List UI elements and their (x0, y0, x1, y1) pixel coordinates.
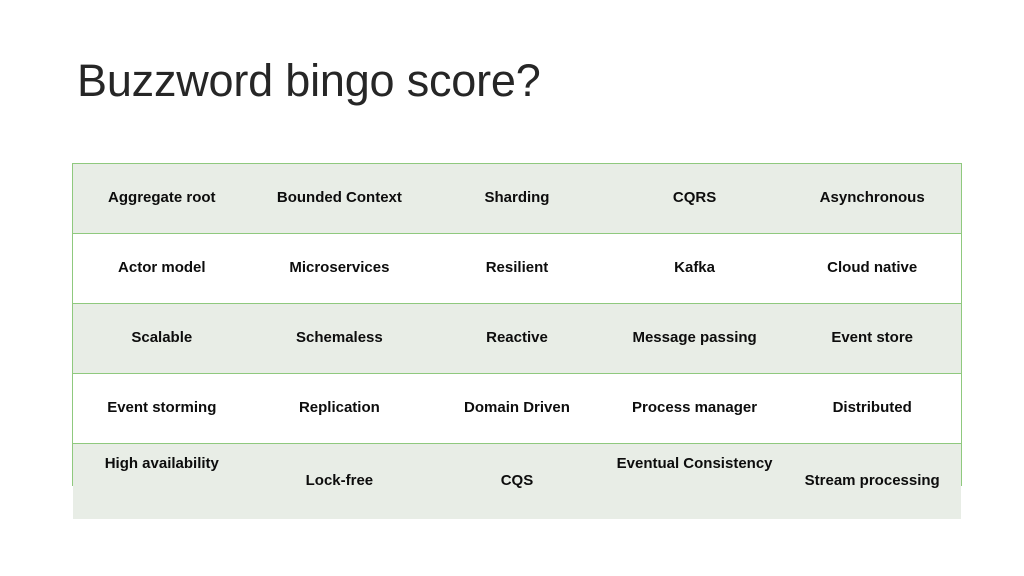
table-row: Actor model Microservices Resilient Kafk… (73, 233, 961, 304)
bingo-cell[interactable]: Actor model (73, 233, 251, 304)
table-row: High availability Lock-free CQS Eventual… (73, 443, 961, 519)
bingo-cell[interactable]: Domain Driven (428, 373, 606, 444)
bingo-cell[interactable]: Lock-free (250, 443, 429, 519)
bingo-grid: Aggregate root Bounded Context Sharding … (73, 164, 961, 519)
bingo-cell[interactable]: CQS (428, 443, 606, 519)
bingo-cell[interactable]: Microservices (250, 233, 429, 304)
bingo-cell[interactable]: Sharding (428, 164, 606, 234)
bingo-cell[interactable]: Process manager (605, 373, 784, 444)
bingo-cell[interactable]: Schemaless (250, 303, 429, 374)
bingo-cell[interactable]: Kafka (605, 233, 784, 304)
bingo-cell[interactable]: Event store (783, 303, 961, 374)
bingo-cell[interactable]: Cloud native (783, 233, 961, 304)
bingo-cell[interactable]: Event storming (73, 373, 251, 444)
buzzword-bingo-table: Aggregate root Bounded Context Sharding … (72, 163, 962, 519)
bingo-cell[interactable]: CQRS (605, 164, 784, 234)
bingo-cell[interactable]: Scalable (73, 303, 251, 374)
page-title: Buzzword bingo score? (77, 55, 541, 106)
table-row: Event storming Replication Domain Driven… (73, 373, 961, 444)
bingo-cell[interactable]: Stream processing (783, 443, 961, 519)
bingo-cell[interactable]: Eventual Consistency (605, 443, 784, 519)
bingo-cell[interactable]: Message passing (605, 303, 784, 374)
bingo-cell[interactable]: Reactive (428, 303, 606, 374)
table-row: Aggregate root Bounded Context Sharding … (73, 164, 961, 234)
bingo-cell[interactable]: Distributed (783, 373, 961, 444)
bingo-cell[interactable]: Bounded Context (250, 164, 429, 234)
bingo-cell[interactable]: Aggregate root (73, 164, 251, 234)
table-row: Scalable Schemaless Reactive Message pas… (73, 303, 961, 374)
bingo-cell[interactable]: High availability (73, 443, 251, 519)
bingo-cell[interactable]: Resilient (428, 233, 606, 304)
bingo-cell[interactable]: Replication (250, 373, 429, 444)
bingo-cell[interactable]: Asynchronous (783, 164, 961, 234)
